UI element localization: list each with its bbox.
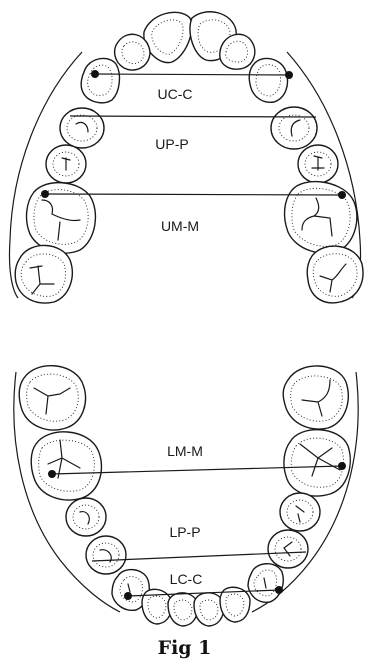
lower-arch: LM-M LP-P LC-C [13, 364, 359, 627]
lm-m-line [51, 465, 343, 475]
um-m-point-right [338, 191, 346, 199]
upper-measurements [41, 70, 346, 199]
uc-c-line [94, 73, 290, 76]
lc-c-point-left [124, 592, 132, 600]
lower-measurements [48, 462, 346, 600]
upper-canines [80, 57, 289, 104]
upper-molars [14, 180, 364, 304]
upper-arch: UC-C UP-P UM-M [8, 11, 364, 304]
upper-incisors [113, 11, 256, 71]
uc-c-point-left [91, 70, 99, 78]
lower-premolars [65, 492, 321, 575]
lc-c-point-right [275, 586, 283, 594]
lm-m-label: LM-M [167, 443, 203, 459]
um-m-point-left [41, 190, 49, 198]
uc-c-label: UC-C [158, 86, 193, 102]
up-p-label: UP-P [155, 136, 188, 152]
um-m-line [44, 193, 343, 196]
lower-canines [111, 563, 284, 611]
lp-p-line [91, 551, 307, 562]
up-p-line [69, 115, 317, 118]
lower-arch-outline-left [13, 371, 121, 613]
lp-p-label: LP-P [169, 524, 200, 540]
upper-arch-outline-left [8, 51, 83, 299]
figure-caption: Fig 1 [157, 637, 212, 659]
lm-m-point-left [48, 470, 56, 478]
lc-c-label: LC-C [170, 571, 203, 587]
lower-incisors [141, 586, 251, 627]
upper-premolars [45, 106, 339, 184]
lc-c-line [127, 589, 280, 597]
lower-molars [18, 364, 351, 501]
lm-m-point-right [338, 462, 346, 470]
um-m-label: UM-M [161, 218, 199, 234]
uc-c-point-right [285, 71, 293, 79]
